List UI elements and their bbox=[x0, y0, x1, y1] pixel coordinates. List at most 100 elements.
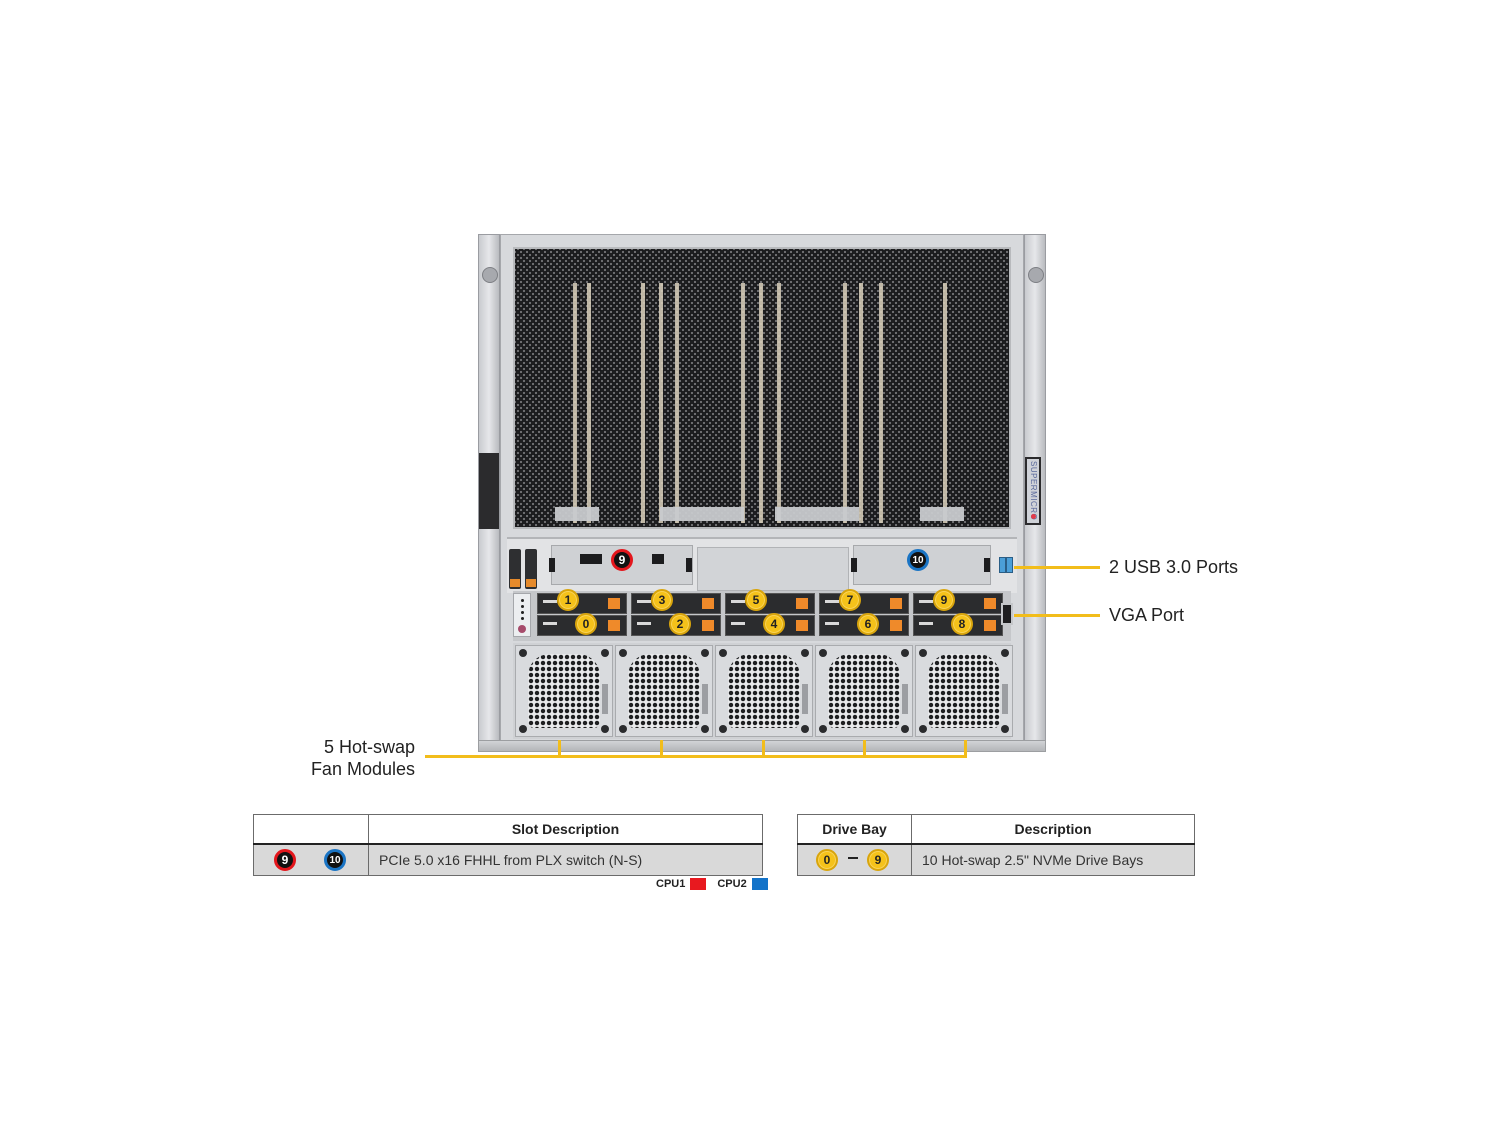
brand-badge: SUPERMICRO bbox=[1025, 457, 1041, 525]
gpu-slot bbox=[859, 283, 863, 523]
gpu-bay-grille bbox=[513, 247, 1011, 529]
fan-module-2[interactable] bbox=[615, 645, 713, 737]
drive-description-header: Description bbox=[911, 814, 1195, 845]
slot-10-bubble: 10 bbox=[324, 849, 346, 871]
drive-bubble-2: 2 bbox=[669, 613, 691, 635]
fan-handle[interactable] bbox=[1002, 684, 1008, 714]
usb-leader-line bbox=[1014, 566, 1100, 569]
drive-bay-1[interactable] bbox=[537, 593, 627, 614]
vga-callout-label: VGA Port bbox=[1109, 605, 1185, 625]
drive-bay-9[interactable] bbox=[913, 593, 1003, 614]
blank-filler bbox=[697, 547, 849, 591]
gpu-slot bbox=[641, 283, 645, 523]
gpu-slot bbox=[587, 283, 591, 523]
gpu-slot bbox=[943, 283, 947, 523]
slot-9-bubble: 9 bbox=[274, 849, 296, 871]
vga-port[interactable] bbox=[1001, 603, 1013, 625]
thumbscrew-icon bbox=[1028, 267, 1044, 283]
gpu-bracket bbox=[775, 507, 859, 521]
drive-range-start-bubble: 0 bbox=[816, 849, 838, 871]
drive-bay-header: Drive Bay bbox=[797, 814, 912, 845]
slot-icons-header bbox=[253, 814, 369, 845]
legend-cpu1-label: CPU1 bbox=[656, 878, 686, 890]
table-row: 9 10 PCIe 5.0 x16 FHHL from PLX switch (… bbox=[253, 843, 763, 876]
chassis-front-panel: 9 10 bbox=[500, 234, 1024, 744]
power-supply[interactable] bbox=[509, 549, 521, 589]
power-button[interactable] bbox=[518, 625, 526, 633]
drive-bubble-1: 1 bbox=[557, 589, 579, 611]
fan-label-line2: Fan Modules bbox=[310, 759, 415, 779]
right-rack-ear: SUPERMICRO bbox=[1024, 234, 1046, 744]
legend-cpu1-swatch bbox=[690, 878, 707, 890]
fan-leader-line bbox=[425, 755, 967, 758]
usb-port[interactable] bbox=[999, 557, 1006, 573]
status-led bbox=[521, 605, 524, 608]
drive-bubble-5: 5 bbox=[745, 589, 767, 611]
status-led bbox=[521, 617, 524, 620]
control-panel[interactable] bbox=[513, 593, 531, 637]
fan-handle[interactable] bbox=[602, 684, 608, 714]
ear-dark-panel bbox=[479, 453, 499, 529]
server-chassis-front: SUPERMICRO bbox=[478, 234, 1046, 752]
fan-module-4[interactable] bbox=[815, 645, 913, 737]
fan-label-line1: 5 Hot-swap bbox=[323, 737, 415, 757]
drive-bubble-7: 7 bbox=[839, 589, 861, 611]
drive-description-cell: 10 Hot-swap 2.5" NVMe Drive Bays bbox=[911, 843, 1195, 876]
slot-description-header: Slot Description bbox=[368, 814, 763, 845]
drive-bay-7[interactable] bbox=[819, 593, 909, 614]
drive-bubble-0: 0 bbox=[575, 613, 597, 635]
rj45-port[interactable] bbox=[652, 554, 664, 564]
fan-module-1[interactable] bbox=[515, 645, 613, 737]
drive-bubble-8: 8 bbox=[951, 613, 973, 635]
status-led bbox=[521, 599, 524, 602]
legend-cpu2-swatch bbox=[751, 878, 768, 890]
fan-leader-tick bbox=[762, 740, 765, 756]
slot-9-bubble: 9 bbox=[611, 549, 633, 571]
gpu-bracket bbox=[555, 507, 599, 521]
slot-latch[interactable] bbox=[851, 558, 857, 572]
gpu-bracket bbox=[660, 507, 744, 521]
slot-latch[interactable] bbox=[549, 558, 555, 572]
gpu-slot bbox=[843, 283, 847, 523]
usb-port[interactable] bbox=[1006, 557, 1013, 573]
legend-cpu2-label: CPU2 bbox=[717, 878, 747, 890]
fan-handle[interactable] bbox=[902, 684, 908, 714]
fan-module-5[interactable] bbox=[915, 645, 1013, 737]
fan-leader-tick bbox=[863, 740, 866, 756]
slot-description-table: Slot Description 9 10 PCIe 5.0 x16 FHHL … bbox=[253, 814, 763, 876]
drive-bays: 1 0 3 2 5 4 7 6 9 8 bbox=[513, 589, 1013, 641]
gpu-slot bbox=[675, 283, 679, 523]
slot-description-cell: PCIe 5.0 x16 FHHL from PLX switch (N-S) bbox=[368, 843, 763, 876]
fan-leader-tick bbox=[660, 740, 663, 756]
gpu-slot bbox=[777, 283, 781, 523]
slot-10-bubble: 10 bbox=[907, 549, 929, 571]
drive-bubble-6: 6 bbox=[857, 613, 879, 635]
drive-bubble-9: 9 bbox=[933, 589, 955, 611]
drive-range-cell: 0 9 bbox=[797, 843, 912, 876]
drive-bubble-3: 3 bbox=[651, 589, 673, 611]
slot-latch[interactable] bbox=[984, 558, 990, 572]
gpu-slot bbox=[759, 283, 763, 523]
gpu-bracket bbox=[920, 507, 964, 521]
usb-callout-label: 2 USB 3.0 Ports bbox=[1109, 557, 1239, 577]
gpu-slot bbox=[659, 283, 663, 523]
vga-leader-line bbox=[1014, 614, 1100, 617]
status-led bbox=[521, 611, 524, 614]
thumbscrew-icon bbox=[482, 267, 498, 283]
slot-latch[interactable] bbox=[686, 558, 692, 572]
fan-handle[interactable] bbox=[702, 684, 708, 714]
range-dash bbox=[848, 857, 858, 859]
fan-callout-label: 5 Hot-swap Fan Modules bbox=[290, 736, 415, 780]
table-row: 0 9 10 Hot-swap 2.5" NVMe Drive Bays bbox=[797, 843, 1195, 876]
drive-bay-table: Drive Bay Description 0 9 10 Hot-swap 2.… bbox=[797, 814, 1195, 876]
drive-range-end-bubble: 9 bbox=[867, 849, 889, 871]
power-supply[interactable] bbox=[525, 549, 537, 589]
io-row: 9 10 bbox=[507, 537, 1017, 593]
qsfp-port[interactable] bbox=[580, 554, 602, 564]
drive-bay-5[interactable] bbox=[725, 593, 815, 614]
drive-bay-3[interactable] bbox=[631, 593, 721, 614]
fan-leader-tick bbox=[964, 740, 967, 756]
fan-handle[interactable] bbox=[802, 684, 808, 714]
fan-module-3[interactable] bbox=[715, 645, 813, 737]
gpu-slot bbox=[741, 283, 745, 523]
